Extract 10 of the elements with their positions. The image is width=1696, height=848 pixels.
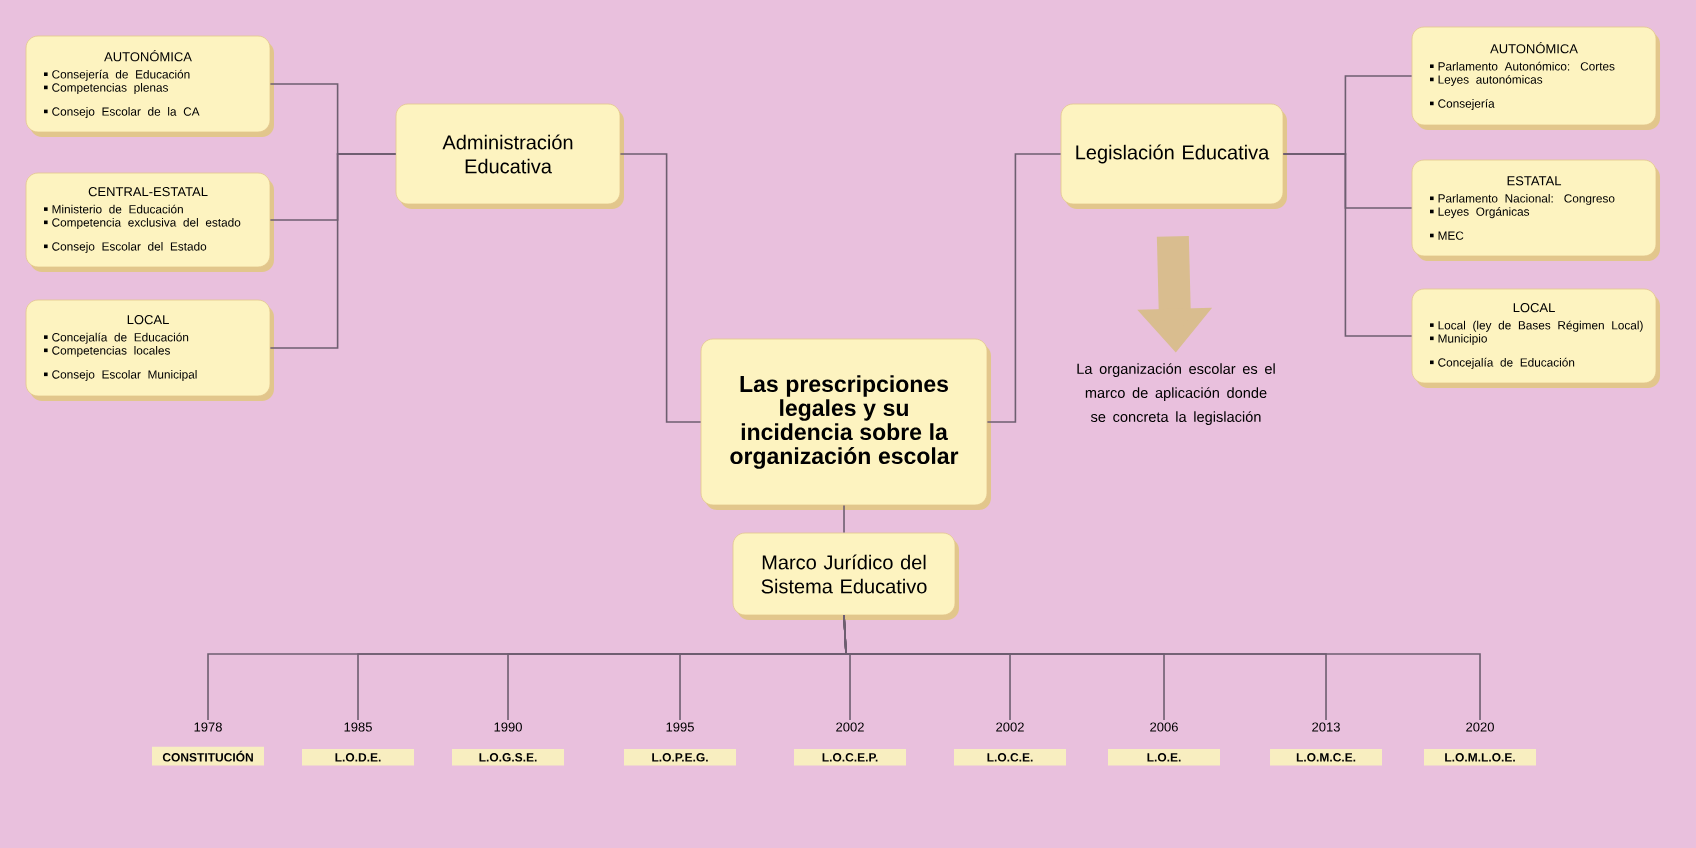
connector-line <box>843 614 1481 721</box>
connector-line <box>843 504 845 534</box>
title-box: Las prescripciones legales y su incidencia sobre la organización escolar <box>700 338 991 510</box>
connector-line <box>1282 153 1413 337</box>
concept-box: Legislación Educativa <box>1060 103 1287 209</box>
connector-line <box>986 153 1062 423</box>
concept-box: Marco Jurídico del Sistema Educativo <box>732 532 959 620</box>
connector-line <box>269 153 397 349</box>
connector-line <box>619 153 702 423</box>
concept-box: Administración Educativa <box>395 103 624 209</box>
